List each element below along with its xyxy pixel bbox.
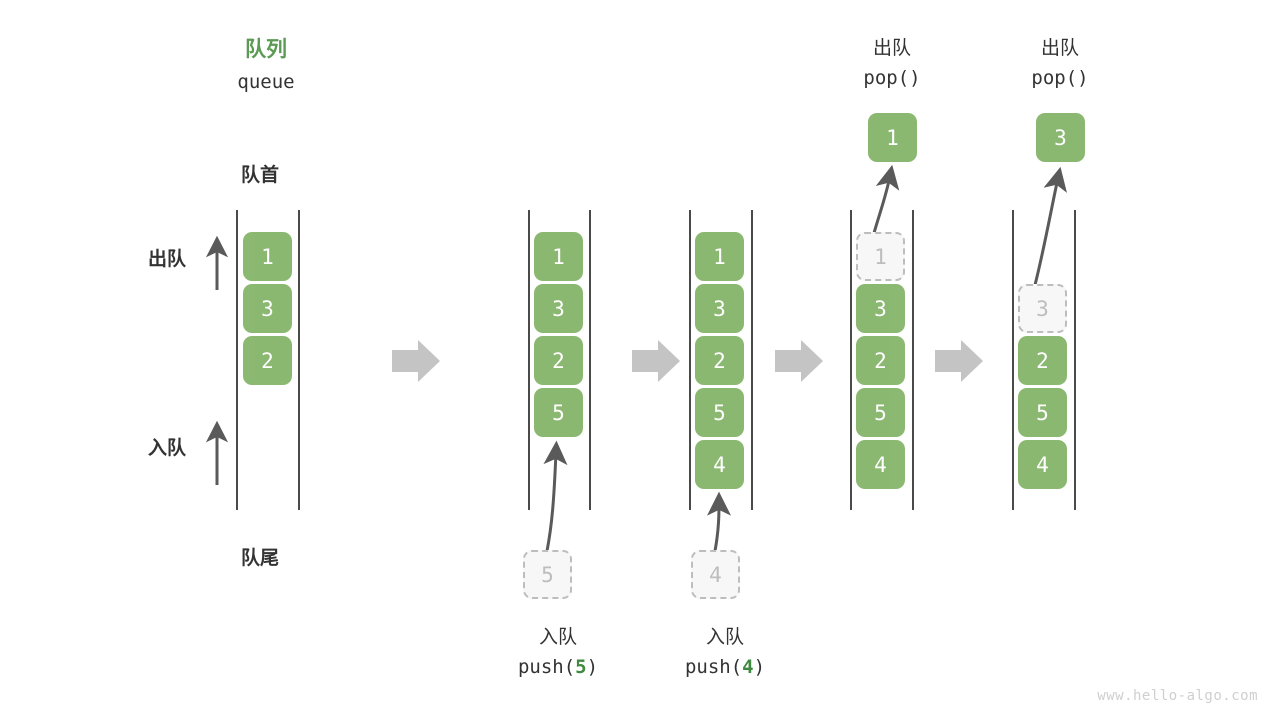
popped-cell: 3 (1036, 113, 1085, 162)
queue-cell: 3 (856, 284, 905, 333)
queue-cell: 1 (695, 232, 744, 281)
queue-rail-left-0 (236, 210, 238, 510)
queue-cell: 3 (695, 284, 744, 333)
queue-cell: 2 (856, 336, 905, 385)
code-arg: 5 (575, 656, 587, 678)
queue-cell: 2 (695, 336, 744, 385)
operation-code: pop() (863, 67, 921, 89)
operation-label-push-5: 入队 push(5) (478, 622, 638, 678)
operation-code: push(4) (645, 656, 805, 678)
incoming-ghost-cell: 5 (523, 550, 572, 599)
outgoing-ghost-cell: 1 (856, 232, 905, 281)
queue-rail-left-3 (850, 210, 852, 510)
queue-rail-left-1 (528, 210, 530, 510)
queue-cell: 1 (243, 232, 292, 281)
queue-rail-right-1 (589, 210, 591, 510)
code-prefix: push( (684, 656, 743, 678)
step-arrow-1 (392, 340, 440, 382)
queue-cell: 5 (856, 388, 905, 437)
queue-cell: 3 (534, 284, 583, 333)
outgoing-ghost-cell: 3 (1018, 284, 1067, 333)
queue-cell-new: 4 (695, 440, 744, 489)
dequeue-label: 出队 (148, 248, 187, 270)
queue-rail-left-4 (1012, 210, 1014, 510)
push-5-arrow (543, 440, 568, 552)
incoming-ghost-cell: 4 (691, 550, 740, 599)
queue-cell: 2 (534, 336, 583, 385)
queue-cell: 2 (243, 336, 292, 385)
enqueue-label: 入队 (148, 437, 187, 459)
queue-rail-right-2 (751, 210, 753, 510)
watermark: www.hello-algo.com (1097, 688, 1258, 704)
operation-code: pop() (1031, 67, 1089, 89)
queue-cell: 5 (695, 388, 744, 437)
pop-3-arrow (1033, 166, 1067, 286)
queue-rail-left-2 (689, 210, 691, 510)
operation-label-pop-3: 出队 pop() (1000, 33, 1120, 89)
queue-rail-right-0 (298, 210, 300, 510)
operation-cn: 入队 (705, 626, 744, 648)
queue-cell: 1 (534, 232, 583, 281)
operation-label-push-4: 入队 push(4) (645, 622, 805, 678)
queue-rail-right-3 (912, 210, 914, 510)
operation-cn: 入队 (538, 626, 577, 648)
queue-cell: 2 (1018, 336, 1067, 385)
rear-label: 队尾 (241, 547, 280, 569)
push-4-arrow (706, 491, 731, 552)
queue-cell: 5 (1018, 388, 1067, 437)
code-suffix: ) (753, 656, 766, 678)
queue-cell-new: 5 (534, 388, 583, 437)
step-arrow-2 (632, 340, 680, 382)
code-prefix: push( (517, 656, 576, 678)
operation-code: push(5) (478, 656, 638, 678)
operation-cn: 出队 (872, 37, 911, 59)
page-title-en: queue (237, 71, 295, 93)
operation-cn: 出队 (1040, 37, 1079, 59)
code-suffix: ) (586, 656, 599, 678)
queue-cell: 3 (243, 284, 292, 333)
queue-rail-right-4 (1074, 210, 1076, 510)
queue-cell: 4 (856, 440, 905, 489)
queue-cell: 4 (1018, 440, 1067, 489)
step-arrow-4 (935, 340, 983, 382)
operation-label-pop-1: 出队 pop() (832, 33, 952, 89)
page-title: 队列 (245, 37, 287, 61)
step-arrow-3 (775, 340, 823, 382)
code-arg: 4 (742, 656, 754, 678)
front-label: 队首 (241, 164, 280, 186)
popped-cell: 1 (868, 113, 917, 162)
pop-1-arrow (872, 164, 900, 234)
